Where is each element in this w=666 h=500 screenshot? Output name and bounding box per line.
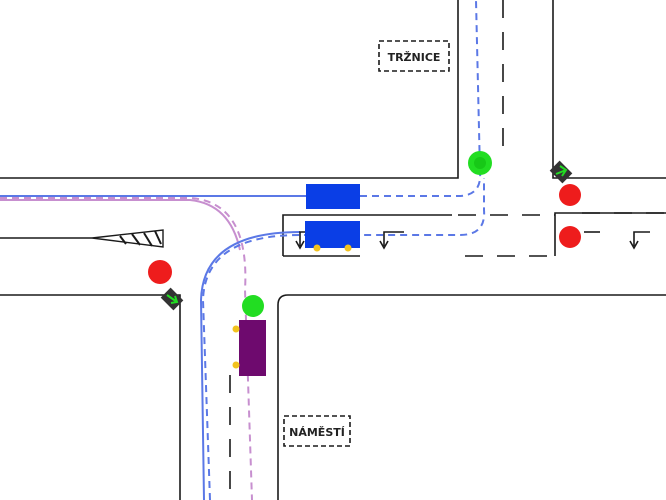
island-top-left (282, 214, 452, 256)
light-south (242, 295, 264, 317)
green-arrow-signal-icon (549, 160, 573, 184)
blue-route-east (201, 178, 486, 500)
indicator-light (232, 325, 240, 333)
purple-route (0, 197, 253, 500)
blue-route-east-solid (199, 231, 301, 500)
curb-south-west (0, 294, 181, 500)
curb-north-west (0, 0, 459, 179)
indicator-light (232, 361, 240, 369)
left-turn-arrow-icon (295, 231, 650, 250)
curb-south-east (277, 294, 666, 500)
vehicles (232, 184, 360, 376)
label-box-north-east: TRŽNICE (378, 40, 450, 72)
light-east-lower (559, 226, 581, 248)
purple-route-solid (0, 199, 241, 251)
light-east-upper (559, 184, 581, 206)
lane-markings (229, 0, 666, 500)
light-west (148, 260, 172, 284)
purple-vehicle (239, 320, 266, 376)
indicator-light (313, 244, 321, 252)
traffic-lights (148, 151, 581, 317)
label-box-south-east: NÁMĚSTÍ (283, 415, 351, 447)
blue-vehicle-upper (306, 184, 360, 209)
indicator-light (344, 244, 352, 252)
hatched-island-icon (91, 229, 164, 248)
green-arrow-signal-icon (160, 287, 184, 311)
light-north-core (474, 157, 486, 169)
blue-vehicle-lower (305, 221, 360, 248)
curb-north-east (552, 0, 666, 179)
label-namesti: NÁMĚSTÍ (289, 426, 345, 439)
label-trznice: TRŽNICE (388, 51, 441, 64)
